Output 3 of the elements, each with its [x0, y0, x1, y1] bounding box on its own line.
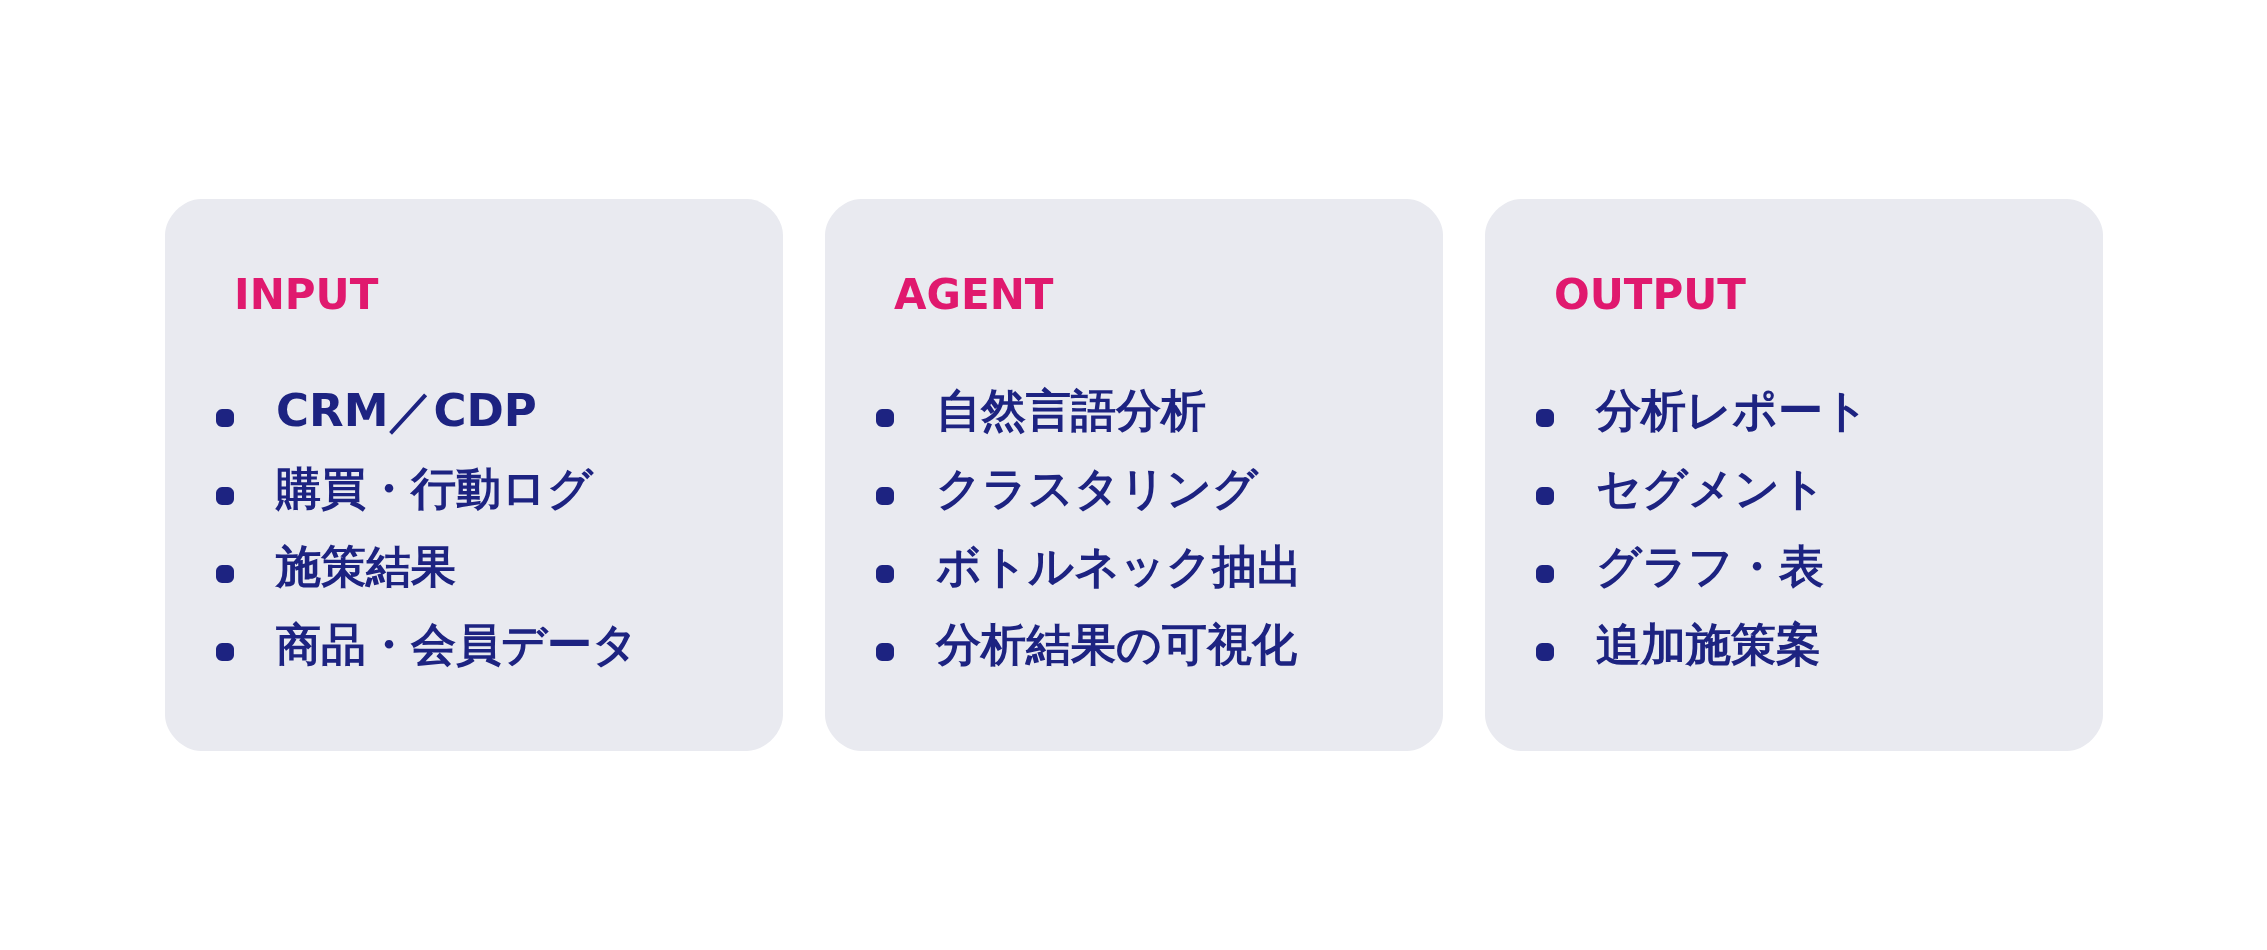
- node-box: OUTPUT 分析レポート セグメント グラフ・表 追加施策案: [1484, 199, 2103, 751]
- node-box: AGENT 自然言語分析 クラスタリング ボトルネック抽出 分析結果の可視化: [824, 199, 1443, 751]
- node-box: INPUT CRM／CDP 購買・行動ログ 施策結果 商品・会員データ: [164, 199, 783, 751]
